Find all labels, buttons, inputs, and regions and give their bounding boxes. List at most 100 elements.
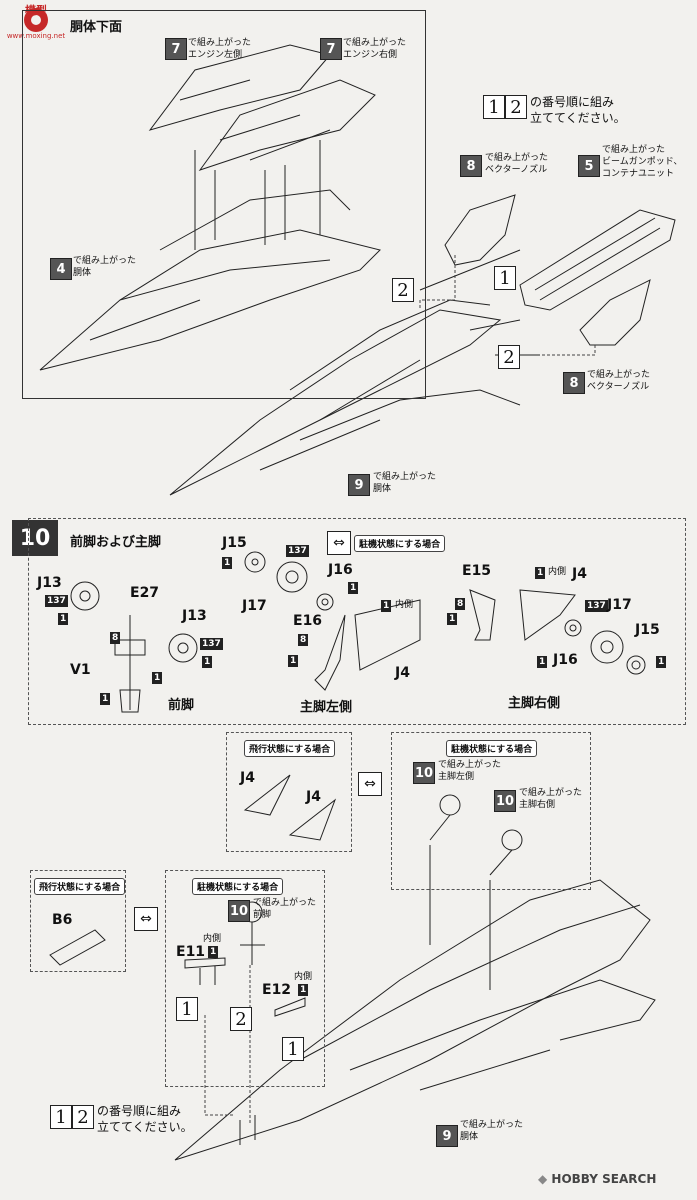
material-badge: 1 [222,557,233,569]
flight-panel-j4 [226,732,352,852]
step-box-2: 2 [498,345,520,369]
gear-panel [28,518,686,725]
ref-number: 4 [50,258,72,280]
ref-number: 7 [165,38,187,60]
ref-number: 7 [320,38,342,60]
inner-side-label: 内側 [294,972,313,982]
underside-panel [22,10,426,399]
assembly-caption: 前脚 [168,698,195,713]
material-badge: 1 [298,984,309,996]
step-box-2: 2 [392,278,414,302]
callout-text: で組み上がった [438,760,502,770]
step-title: 前脚および主脚 [70,535,162,550]
parked-label: 駐機状態にする場合 [354,535,446,552]
part-label: J17 [607,597,632,613]
part-label: J4 [240,770,255,786]
parked-label: 駐機状態にする場合 [446,740,538,757]
part-label: J4 [395,665,410,681]
material-badge: 1 [58,613,69,625]
material-badge: 1 [656,656,667,668]
material-badge: 1 [100,693,111,705]
ref-number: 10 [228,900,250,922]
callout-text: ベクターノズル [485,165,548,175]
part-label: J17 [242,598,267,614]
swap-arrow-icon: ⇔ [134,907,158,931]
material-badge: 1 [535,567,546,579]
callout-text: で組み上がった [587,370,651,380]
step-box-2: 2 [230,1007,252,1031]
footer-text: HOBBY SEARCH [551,1172,657,1186]
part-label: J13 [37,575,62,591]
part-label: E27 [130,585,160,601]
callout-text: 主脚右側 [519,800,556,810]
part-label: E11 [176,944,206,960]
swap-arrow-icon: ⇔ [358,772,382,796]
material-badge: 1 [537,656,548,668]
parked-panel-nose-gear [165,870,325,1087]
ref-number: 8 [460,155,482,177]
material-badge: 137 [286,545,309,557]
part-label: E16 [293,613,323,629]
hobby-search-icon: ◆ [538,1172,552,1186]
ref-number: 8 [563,372,585,394]
ref-number: 9 [348,474,370,496]
part-label: J13 [182,608,207,624]
callout-text: で組み上がった [373,472,437,482]
part-label: J16 [328,562,353,578]
flight-panel-b6 [30,870,126,972]
material-badge: 137 [585,600,608,612]
order-text: 立ててください。 [530,111,626,125]
parked-panel-main-gear [391,732,591,890]
material-badge: 137 [200,638,223,650]
callout-text: で組み上がった [73,256,137,266]
flight-label: 飛行状態にする場合 [34,878,126,895]
inner-side-label: 内側 [548,567,567,577]
order-box: 2 [72,1105,94,1129]
callout-text: コンテナユニット [602,169,675,179]
part-label: J15 [635,622,660,638]
callout-text: で組み上がった [602,145,666,155]
part-label: E15 [462,563,492,579]
material-badge: 1 [288,655,299,667]
callout-text: エンジン右側 [343,50,398,60]
part-label: E12 [262,982,292,998]
order-text: の番号順に組み [530,95,615,109]
step-box-1: 1 [282,1037,304,1061]
part-label: V1 [70,662,91,678]
material-badge: 1 [208,946,219,958]
step-box-1: 1 [176,997,198,1021]
site-logo: 模型 www.moxing.net [4,2,68,42]
callout-text: ベクターノズル [587,382,650,392]
inner-side-label: 内側 [395,600,414,610]
callout-text: 胴体 [373,484,392,494]
callout-text: で組み上がった [188,38,252,48]
callout-text: エンジン左側 [188,50,243,60]
swap-arrow-icon: ⇔ [327,531,351,555]
part-label: J4 [572,566,587,582]
parked-label: 駐機状態にする場合 [192,878,284,895]
material-badge: 8 [455,598,466,610]
ref-number: 5 [578,155,600,177]
order-box: 2 [505,95,527,119]
material-badge: 8 [298,634,309,646]
callout-text: で組み上がった [485,153,549,163]
flight-label: 飛行状態にする場合 [244,740,336,757]
material-badge: 1 [447,613,458,625]
order-text: 立ててください。 [97,1120,193,1134]
footer-watermark: ◆ HOBBY SEARCH [538,1172,656,1186]
part-label: B6 [52,912,73,928]
callout-text: で組み上がった [253,898,317,908]
callout-text: で組み上がった [519,788,583,798]
callout-text: で組み上がった [343,38,407,48]
material-badge: 1 [202,656,213,668]
callout-text: ビームガンポッド、 [602,157,683,167]
ref-number: 10 [494,790,516,812]
callout-text: 胴体 [460,1132,479,1142]
material-badge: 8 [110,632,121,644]
callout-text: 前脚 [253,910,272,920]
material-badge: 1 [152,672,163,684]
assembly-caption: 主脚左側 [300,700,353,715]
logo-url: www.moxing.net [6,32,66,40]
section-title: 胴体下面 [70,20,123,35]
part-label: J15 [222,535,247,551]
